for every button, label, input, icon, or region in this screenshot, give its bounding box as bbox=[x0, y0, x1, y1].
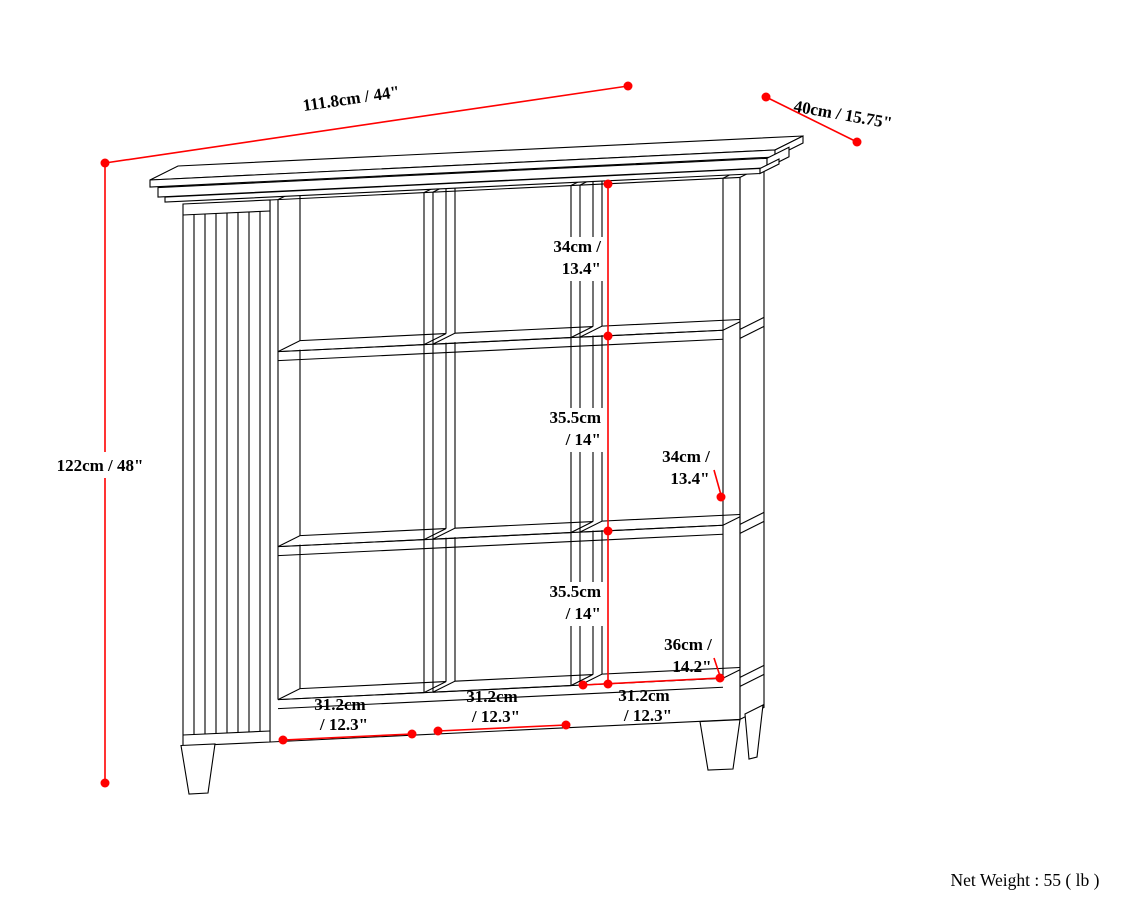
label-background bbox=[534, 582, 606, 626]
cube-middle-height-label-line1: 35.5cm bbox=[550, 408, 601, 427]
label-background bbox=[50, 452, 150, 478]
label-background bbox=[542, 237, 606, 281]
cube-width-middle-label-line1: 31.2cm bbox=[466, 687, 517, 706]
side-shelf-label-line1: 34cm / bbox=[662, 447, 710, 466]
cube-width-middle-dimension: 31.2cm / 12.3" bbox=[433, 687, 571, 736]
side-bottom-dimension: 36cm / 14.2" bbox=[664, 635, 721, 677]
dim-line bbox=[437, 724, 567, 732]
dim-pointer bbox=[713, 469, 722, 496]
cube-middle-height-label-line2: / 14" bbox=[565, 430, 601, 449]
depth-dimension-label: 40cm / 15.75" bbox=[792, 97, 893, 133]
cube-width-left-label-line1: 31.2cm bbox=[314, 695, 365, 714]
width-dimension-label: 111.8cm / 44" bbox=[301, 82, 400, 115]
dim-dot bbox=[100, 778, 110, 788]
dim-dot bbox=[278, 735, 288, 745]
dim-dot bbox=[715, 673, 725, 683]
dim-dot bbox=[623, 81, 633, 91]
net-weight-label: Net Weight : 55 ( lb ) bbox=[951, 870, 1100, 890]
dim-line bbox=[104, 85, 629, 164]
dim-dot bbox=[761, 92, 771, 102]
dim-line bbox=[765, 96, 858, 143]
dim-dot bbox=[578, 680, 588, 690]
cube-width-left-label-line2: / 12.3" bbox=[319, 715, 368, 734]
dim-dot bbox=[852, 137, 862, 147]
dim-line bbox=[582, 677, 721, 686]
height-dimension-label: 122cm / 48" bbox=[57, 456, 144, 475]
cube-top-height-label-line1: 34cm / bbox=[553, 237, 601, 256]
dim-dot bbox=[603, 526, 613, 536]
cube-top-height-label-line2: 13.4" bbox=[562, 259, 601, 278]
cube-width-left-dimension: 31.2cm / 12.3" bbox=[278, 695, 417, 745]
dim-pointer bbox=[713, 657, 721, 677]
cube-width-middle-label-line2: / 12.3" bbox=[471, 707, 520, 726]
cube-width-right-label-line1: 31.2cm bbox=[618, 686, 669, 705]
side-shelf-dimension: 34cm / 13.4" bbox=[662, 447, 726, 502]
side-shelf-label-line2: 13.4" bbox=[670, 469, 709, 488]
cube-width-right-label-line2: / 12.3" bbox=[623, 706, 672, 725]
cube-height-dimension: 34cm / 13.4" 35.5cm / 14" 35.5cm / 14" bbox=[534, 179, 613, 689]
dim-dot bbox=[433, 726, 443, 736]
dim-line bbox=[282, 733, 413, 741]
dim-dot bbox=[716, 492, 726, 502]
side-bottom-label-line1: 36cm / bbox=[664, 635, 712, 654]
dim-dot bbox=[603, 179, 613, 189]
dim-dot bbox=[603, 331, 613, 341]
cube-bottom-height-label-line2: / 14" bbox=[565, 604, 601, 623]
side-bottom-label-line2: 14.2" bbox=[672, 657, 711, 676]
cube-bottom-height-label-line1: 35.5cm bbox=[550, 582, 601, 601]
dim-dot bbox=[561, 720, 571, 730]
cube-width-right-dimension: 31.2cm / 12.3" bbox=[578, 673, 725, 725]
label-background bbox=[534, 408, 606, 452]
bookcase-drawing bbox=[149, 135, 804, 795]
height-dimension: 122cm / 48" bbox=[50, 158, 150, 788]
dim-dot bbox=[407, 729, 417, 739]
